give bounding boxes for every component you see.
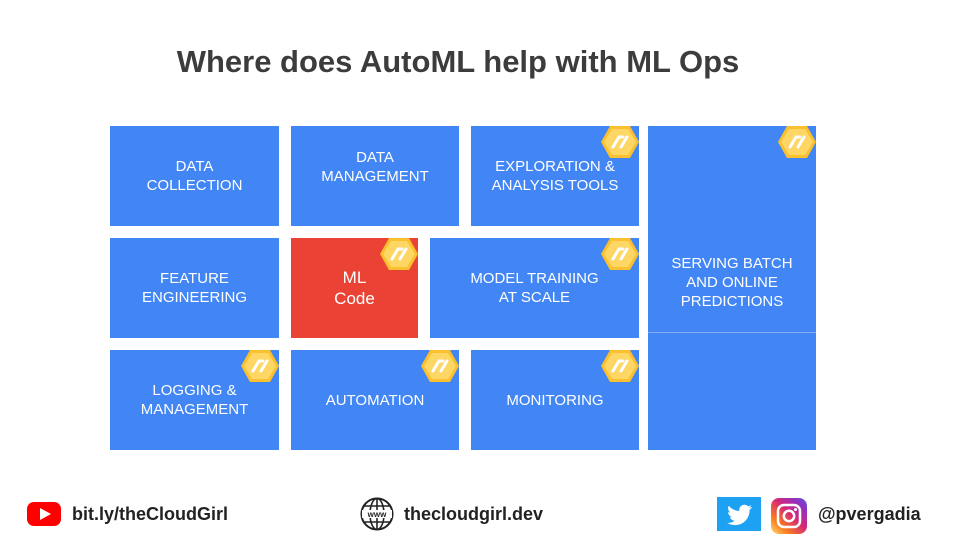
tile-label: MODEL TRAINING AT SCALE <box>470 270 599 306</box>
automl-hexagon-icon <box>601 350 639 382</box>
tile-label: DATA COLLECTION <box>146 158 243 194</box>
tile-data-collection: DATA COLLECTION <box>110 126 279 226</box>
tile-feature-engineering: FEATURE ENGINEERING <box>110 238 279 338</box>
slide-title: Where does AutoML help with ML Ops <box>176 44 740 79</box>
footer-youtube[interactable]: bit.ly/theCloudGirl <box>27 502 228 526</box>
tile-data-management: DATA MANAGEMENT <box>291 126 459 226</box>
youtube-link[interactable]: bit.ly/theCloudGirl <box>72 503 228 524</box>
automl-hexagon-icon <box>601 126 639 158</box>
automl-hexagon-icon <box>601 238 639 270</box>
tile-divider <box>648 332 816 333</box>
tile-label: AUTOMATION <box>325 391 425 409</box>
svg-text:www: www <box>367 510 387 519</box>
website-link[interactable]: thecloudgirl.dev <box>404 503 544 524</box>
instagram-icon[interactable] <box>771 498 807 534</box>
twitter-icon[interactable] <box>717 497 761 531</box>
automl-hexagon-icon <box>778 126 816 158</box>
tile-serving-predictions: SERVING BATCH AND ONLINE PREDICTIONS <box>648 126 816 450</box>
footer-handle[interactable]: @pvergadia <box>818 504 921 525</box>
tile-label: LOGGING & MANAGEMENT <box>140 382 249 418</box>
automl-hexagon-icon <box>380 238 418 270</box>
tile-label: FEATURE ENGINEERING <box>141 270 247 306</box>
automl-hexagon-icon <box>421 350 459 382</box>
youtube-icon <box>27 502 61 526</box>
tile-label: MONITORING <box>506 391 604 409</box>
automl-hexagon-icon <box>241 350 279 382</box>
tile-label: ML Code <box>334 268 375 308</box>
tile-ml-code: ML Code <box>291 238 418 338</box>
www-globe-icon: www <box>360 497 394 531</box>
tile-label: SERVING BATCH AND ONLINE PREDICTIONS <box>671 255 793 310</box>
tile-label: DATA MANAGEMENT <box>321 149 429 185</box>
footer-website[interactable]: www thecloudgirl.dev <box>360 497 543 531</box>
tile-label: EXPLORATION & ANALYSIS TOOLS <box>491 158 619 194</box>
social-handle[interactable]: @pvergadia <box>818 504 921 524</box>
